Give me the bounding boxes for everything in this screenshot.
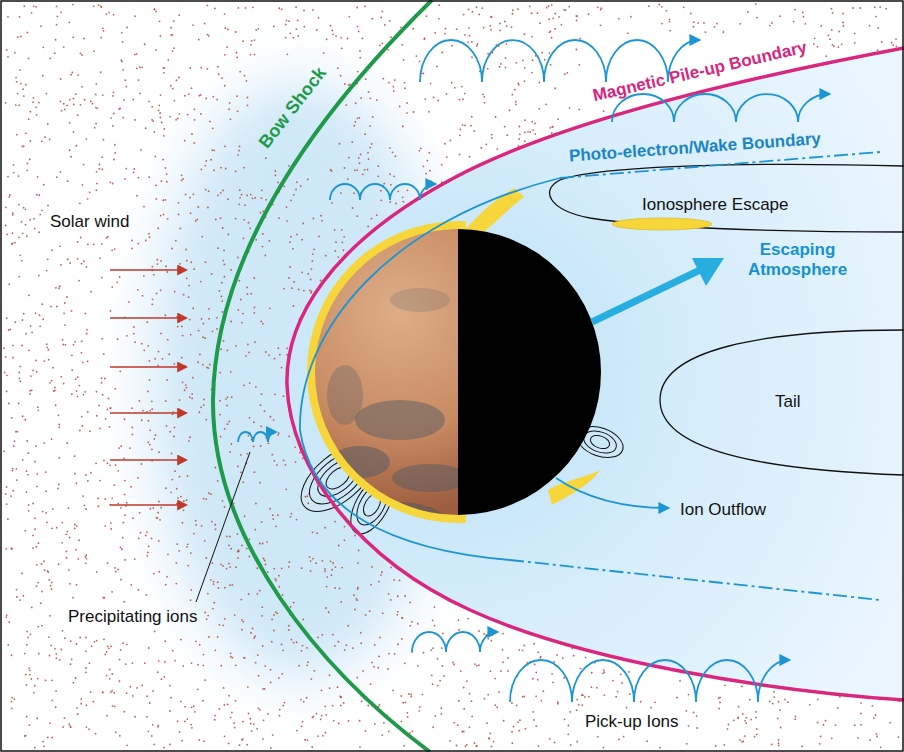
induced-magnetosphere: [287, 48, 904, 700]
solar-wind-arrow: [110, 269, 186, 271]
mars-planet: [315, 229, 601, 538]
ion-gyration-arc: [510, 660, 789, 702]
boundary-label: Magnetic Pile-up Boundary: [591, 37, 809, 106]
escape-arrow: [592, 270, 700, 322]
boundary-label: Photo-electron/Wake Boundary: [568, 129, 821, 167]
solar-wind-arrow: [110, 504, 186, 506]
ion-gyration-arc: [330, 184, 435, 200]
solar-wind-arrow: [110, 366, 186, 368]
ionosphere: [307, 221, 466, 523]
escape-arrowhead: [692, 258, 724, 286]
boundary-label: Bow Shock: [255, 63, 332, 153]
ion-gyration-arc: [412, 632, 497, 652]
bow-shock-line: [213, 0, 432, 752]
process-label: Ion Outflow: [680, 500, 766, 520]
process-label: Ionosphere Escape: [642, 195, 789, 215]
photoelectron-boundary-line: [300, 178, 560, 560]
tail-contour: [660, 330, 904, 475]
wake-boundary-line: [510, 560, 880, 600]
process-label: Pick-up Ions: [585, 712, 679, 732]
callout-label: Precipitating ions: [68, 607, 197, 627]
ion-gyration-arc: [612, 94, 829, 122]
pileup-boundary-line: [287, 48, 904, 700]
escaping-plasma-blob: [612, 218, 712, 230]
region-label: Tail: [775, 392, 801, 412]
ion-gyration-arc: [238, 432, 276, 442]
escape-contour: [550, 164, 904, 232]
ion-outflow-arrow: [556, 478, 668, 508]
process-label: Escaping Atmosphere: [735, 240, 860, 281]
region-label: Solar wind: [50, 212, 129, 232]
solar-wind-arrow: [110, 412, 186, 414]
leader-line: [196, 452, 250, 602]
solar-wind-arrow: [110, 317, 186, 319]
solar-wind-arrow: [110, 459, 186, 461]
